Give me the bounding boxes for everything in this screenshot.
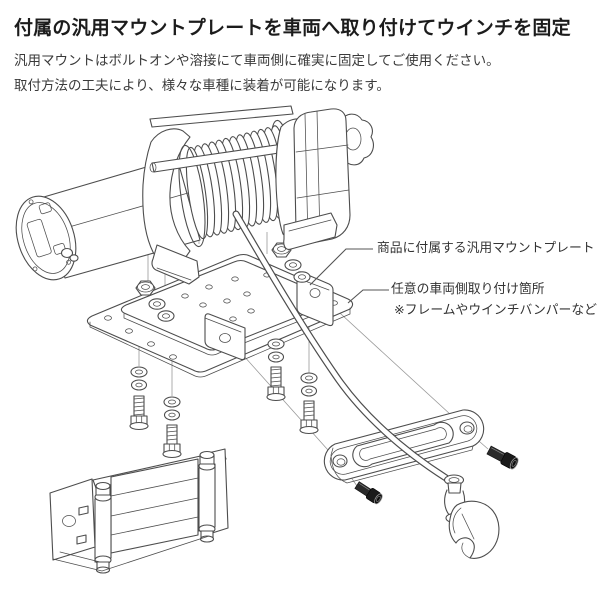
mount-plate-holes [181, 272, 271, 322]
motor-terminal [60, 247, 74, 259]
plate-nut-stack-left [135, 280, 175, 322]
bolt-group-2 [162, 396, 182, 459]
fairlead-left-roller [94, 481, 112, 574]
socket-bolt-right [486, 445, 519, 470]
page-description: 汎用マウントはボルトオンや溶接にて車両側に確実に固定してご使用ください。 取付方… [14, 48, 589, 98]
mount-plate-right-tab [296, 271, 334, 327]
bolt-group-3 [266, 338, 286, 402]
winch-hook [443, 474, 500, 559]
fairlead-right-roller [198, 450, 216, 543]
bolt-group-4 [299, 372, 319, 435]
winch-gearbox [283, 108, 351, 250]
winch-rear-tie-bar [149, 105, 294, 128]
winch [15, 105, 374, 285]
fairlead-left-plate [49, 478, 96, 561]
page-title: 付属の汎用マウントプレートを車両へ取り付けてウインチを固定 [14, 18, 571, 39]
bolt-group-1 [129, 366, 149, 431]
hawse-left-hole [332, 454, 348, 468]
header: 付属の汎用マウントプレートを車両へ取り付けてウインチを固定 汎用マウントはボルト… [14, 16, 589, 98]
hawse-right-hole [459, 421, 475, 435]
mounting-hardware [129, 338, 319, 459]
annotation-leaders [309, 248, 389, 304]
annotation-vehicle-side: 任意の車両側取り付け箇所 [391, 281, 545, 296]
annotation-mount-plate: 商品に付属する汎用マウントプレート [377, 240, 595, 255]
socket-bolt-left [354, 481, 383, 505]
roller-fairlead [49, 448, 229, 574]
annotation-vehicle-side-note: ※フレームやウインチバンパーなど [394, 302, 597, 317]
mount-plate-front-tab [204, 313, 246, 361]
description-line-2: 取付方法の工夫により、様々な車種に装着が可能になります。 [14, 78, 390, 93]
winch-rope [232, 210, 450, 482]
description-line-1: 汎用マウントはボルトオンや溶接にて車両側に確実に固定してご使用ください。 [14, 53, 500, 68]
